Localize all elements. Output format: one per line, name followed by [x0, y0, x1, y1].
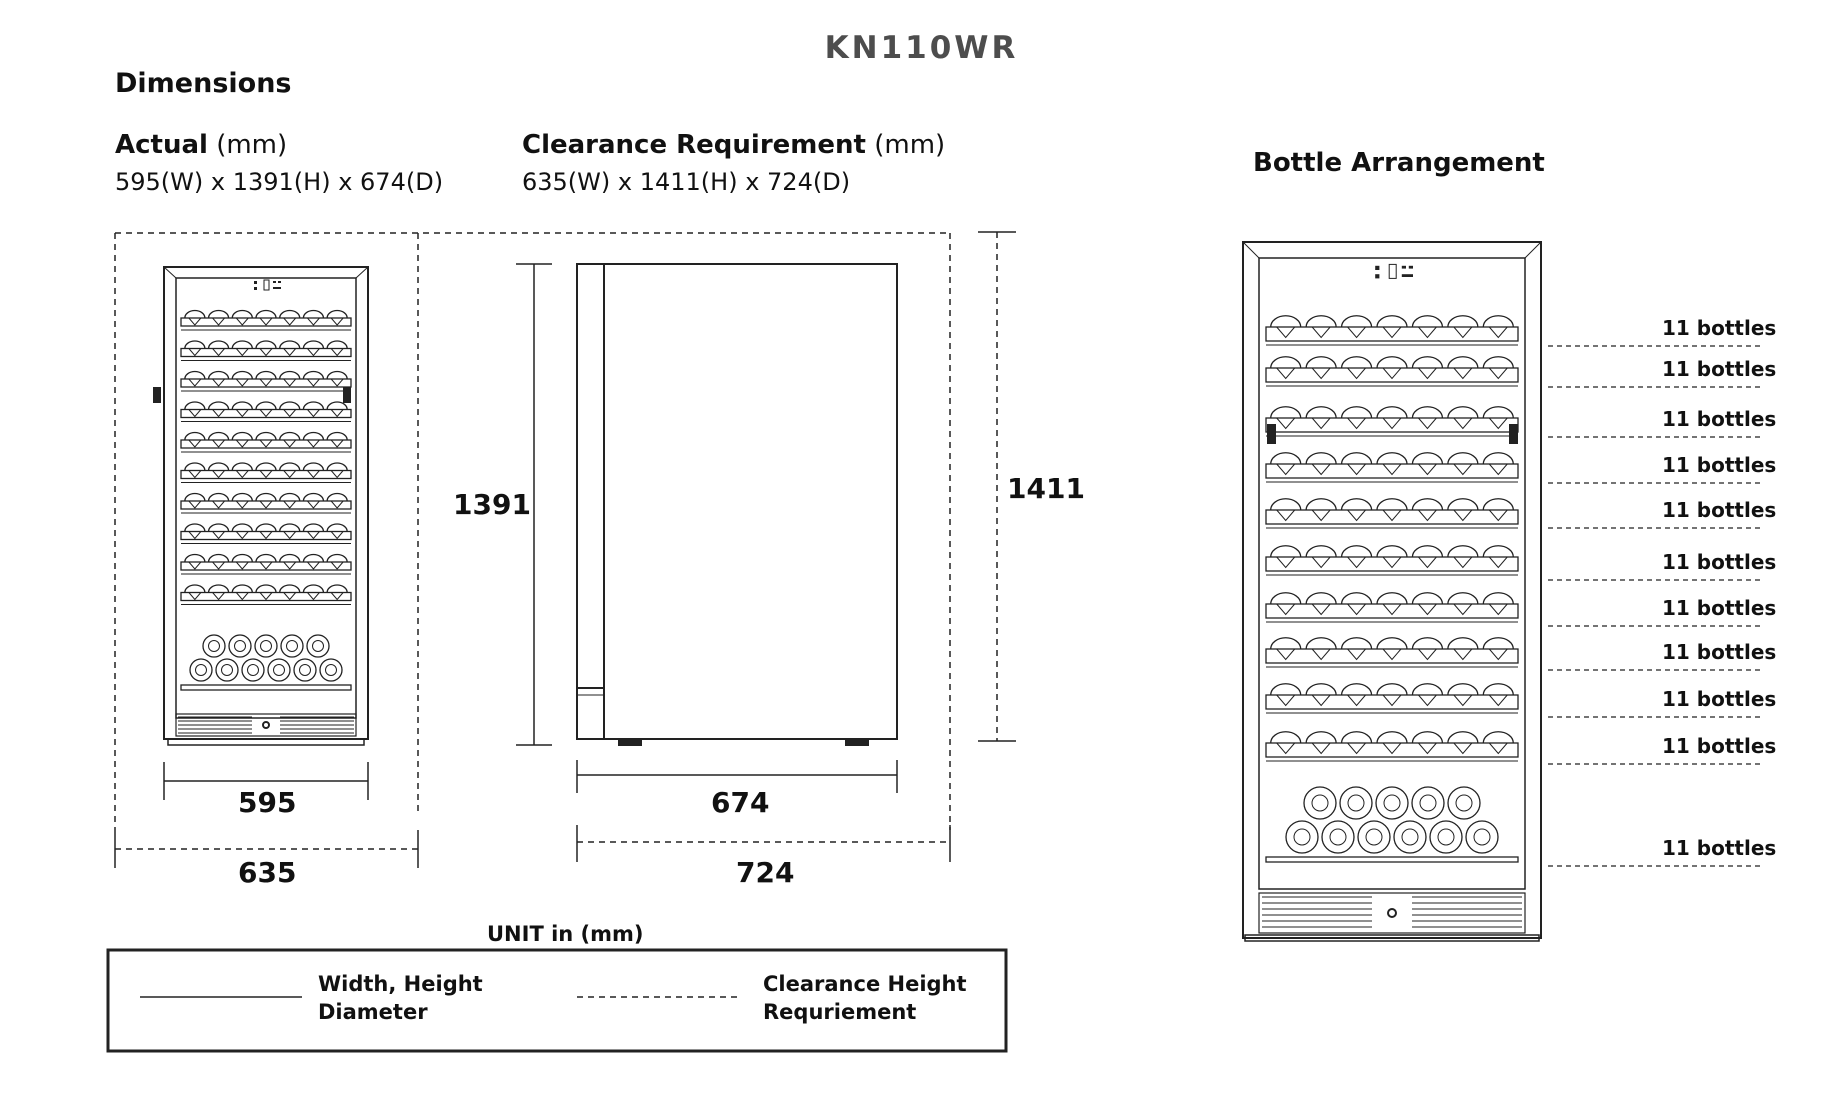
- side-depth-dimension: [576, 760, 898, 793]
- clearance-height-value: 1411: [1007, 472, 1085, 505]
- big-shelf-4: [1265, 452, 1519, 483]
- clearance-width-dimension: [114, 830, 419, 868]
- bottle-row-label-8: 11 bottles: [1662, 640, 1777, 664]
- unit-note: UNIT in (mm): [487, 922, 644, 946]
- big-control-panel-icon: [1375, 263, 1413, 279]
- front-shelf-9: [180, 553, 352, 575]
- big-shelf-1: [1265, 315, 1519, 346]
- bottle-row-label-1: 11 bottles: [1662, 316, 1777, 340]
- front-shelf-7: [180, 492, 352, 514]
- big-shelf-2: [1265, 356, 1519, 387]
- bottle-arrangement-cabinet: [1242, 241, 1542, 942]
- front-bottom-rack: [180, 634, 352, 691]
- big-shelf-6: [1265, 545, 1519, 576]
- legend-box: [106, 948, 1008, 1053]
- clearance-label-row: Clearance Requirement (mm): [522, 130, 945, 160]
- big-lock-icon: [1387, 908, 1397, 918]
- bottle-arrangement-heading: Bottle Arrangement: [1253, 148, 1545, 178]
- side-height-value: 1391: [453, 488, 531, 521]
- front-shelf-1: [180, 309, 352, 331]
- big-shelf-8: [1265, 637, 1519, 668]
- bottle-row-label-6: 11 bottles: [1662, 550, 1777, 574]
- front-lock-icon: [262, 721, 270, 729]
- legend-solid-text: Width, Height Diameter: [318, 970, 483, 1026]
- front-view-cabinet: [153, 266, 369, 746]
- bottle-row-label-7: 11 bottles: [1662, 596, 1777, 620]
- big-vent-grille: [1262, 896, 1522, 928]
- big-hinge-left: [1267, 424, 1276, 444]
- front-shelf-4: [180, 401, 352, 422]
- big-shelf-3: [1265, 406, 1519, 437]
- side-depth-value: 674: [711, 786, 770, 819]
- big-shelf-7: [1265, 592, 1519, 623]
- clearance-label: Clearance Requirement: [522, 130, 866, 160]
- legend-dashed-line2: Requriement: [763, 1000, 917, 1024]
- legend-dashed-text: Clearance Height Requriement: [763, 970, 967, 1026]
- clearance-height-dimension: [978, 231, 1016, 742]
- front-width-dimension: [163, 762, 369, 800]
- legend-dashed-line1: Clearance Height: [763, 972, 967, 996]
- side-view-cabinet: [576, 263, 898, 746]
- front-shelf-3: [180, 370, 352, 392]
- dimensions-heading: Dimensions: [115, 68, 292, 99]
- legend-solid-line1: Width, Height: [318, 972, 483, 996]
- front-shelf-6: [180, 462, 352, 483]
- front-shelf-5: [180, 431, 352, 453]
- big-bottom-rack: [1265, 786, 1519, 863]
- bottle-row-label-11: 11 bottles: [1662, 836, 1777, 860]
- product-title: KN110WR: [824, 30, 1019, 66]
- front-shelf-2: [180, 340, 352, 361]
- actual-value: 595(W) x 1391(H) x 674(D): [115, 168, 444, 196]
- front-control-panel-icon: [254, 279, 281, 291]
- front-shelf-8: [180, 523, 352, 544]
- bottle-row-label-2: 11 bottles: [1662, 357, 1777, 381]
- actual-label-row: Actual (mm): [115, 130, 287, 160]
- bottle-row-label-9: 11 bottles: [1662, 687, 1777, 711]
- clearance-value: 635(W) x 1411(H) x 724(D): [522, 168, 851, 196]
- actual-unit: (mm): [216, 130, 288, 160]
- bottle-row-label-5: 11 bottles: [1662, 498, 1777, 522]
- clearance-envelope: [114, 232, 951, 830]
- big-shelf-5: [1265, 498, 1519, 529]
- clearance-depth-value: 724: [736, 856, 795, 889]
- front-hinge-right: [343, 387, 351, 403]
- bottle-row-label-3: 11 bottles: [1662, 407, 1777, 431]
- legend-solid-line2: Diameter: [318, 1000, 428, 1024]
- actual-label: Actual: [115, 130, 208, 160]
- clearance-unit: (mm): [874, 130, 946, 160]
- clearance-depth-dimension: [576, 825, 951, 862]
- big-shelf-9: [1265, 683, 1519, 714]
- bottle-row-label-4: 11 bottles: [1662, 453, 1777, 477]
- front-vent-grille: [178, 716, 354, 734]
- big-hinge-right: [1509, 424, 1518, 444]
- clearance-width-value: 635: [238, 856, 297, 889]
- bottle-row-label-10: 11 bottles: [1662, 734, 1777, 758]
- front-hinge-left: [153, 387, 161, 403]
- big-shelf-10: [1265, 731, 1519, 762]
- front-width-value: 595: [238, 786, 297, 819]
- side-height-dimension: [516, 263, 552, 746]
- front-shelf-10: [180, 584, 352, 605]
